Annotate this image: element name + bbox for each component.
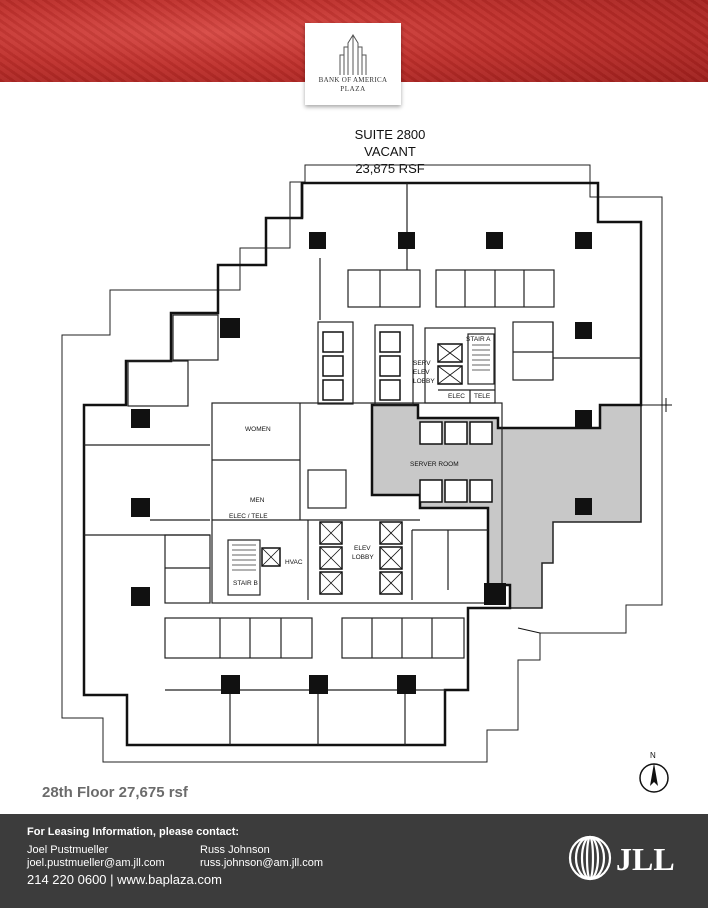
contact2-email[interactable]: russ.johnson@am.jll.com <box>200 857 324 869</box>
interior-walls <box>84 183 641 745</box>
label-hvac: HVAC <box>285 559 303 566</box>
site-boundary <box>61 164 663 763</box>
north-arrow-icon: N <box>639 751 669 793</box>
label-serv-3: LOBBY <box>413 378 435 385</box>
contact2-name: Russ Johnson <box>200 844 270 856</box>
logo-text-line2: PLAZA <box>340 85 366 93</box>
structural-columns <box>131 232 592 694</box>
contact1-name: Joel Pustmueller <box>27 844 109 856</box>
elevator-crosses <box>261 343 463 595</box>
label-tele: TELE <box>474 393 491 400</box>
contact-heading: For Leasing Information, please contact: <box>27 826 240 838</box>
footer: For Leasing Information, please contact:… <box>0 814 708 908</box>
exterior-wall <box>82 181 643 747</box>
room-labels: WOMEN MEN ELEC / TELE HVAC STAIR B ELEV … <box>229 336 491 587</box>
floor-label: 28th Floor 27,675 rsf <box>42 784 188 801</box>
label-server-room: SERVER ROOM <box>410 461 459 468</box>
label-elev-lobby-2: LOBBY <box>352 554 374 561</box>
tower-icon <box>339 34 367 75</box>
label-serv-2: ELEV <box>413 369 430 376</box>
label-elev-lobby-1: ELEV <box>354 545 371 552</box>
label-stair-b: STAIR B <box>233 580 258 587</box>
dimension-marks <box>517 398 672 634</box>
contact1-email[interactable]: joel.pustmueller@am.jll.com <box>27 857 165 869</box>
north-label: N <box>650 751 656 760</box>
jll-logo: JLL <box>568 835 675 881</box>
label-elec: ELEC <box>448 393 465 400</box>
label-men: MEN <box>250 497 265 504</box>
stair-treads <box>232 344 490 571</box>
bank-of-america-plaza-logo: BANK OF AMERICA PLAZA <box>305 23 401 105</box>
suite-status: VACANT <box>364 144 416 159</box>
suite-name: SUITE 2800 <box>354 127 426 142</box>
phone-and-website[interactable]: 214 220 0600 | www.baplaza.com <box>27 872 222 887</box>
label-elec-tele: ELEC / TELE <box>229 513 268 520</box>
logo-text-line1: BANK OF AMERICA <box>318 76 388 84</box>
label-stair-a: STAIR A <box>466 336 491 343</box>
jll-brand-text: JLL <box>616 841 675 877</box>
label-serv-1: SERV <box>413 360 431 367</box>
label-women: WOMEN <box>245 426 271 433</box>
